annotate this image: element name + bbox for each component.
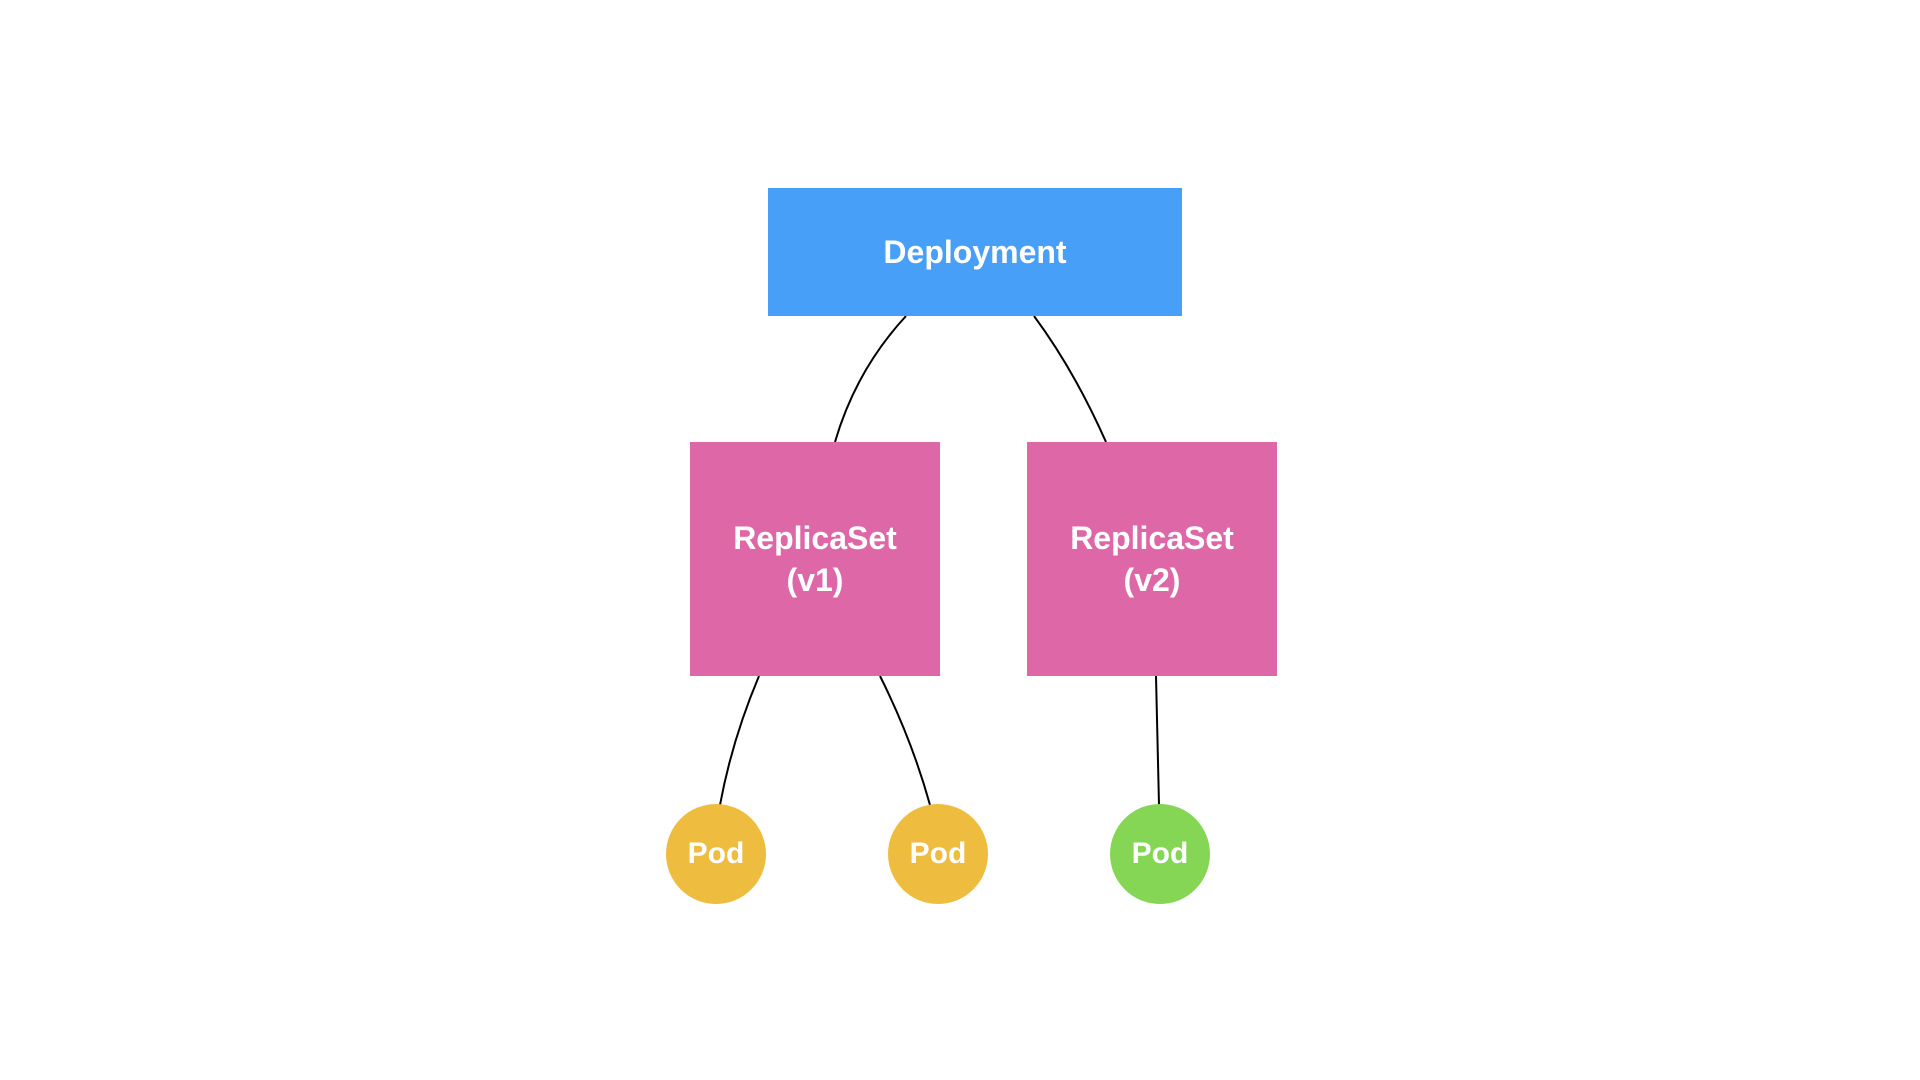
- connector-rs-v2-pod-3: [1155, 675, 1160, 806]
- replicaset-label: ReplicaSet: [1070, 520, 1234, 556]
- pod-label: Pod: [909, 837, 967, 870]
- connector-rs-v1-pod-2: [879, 675, 931, 806]
- replicaset-node-v1: ReplicaSet (v1): [690, 442, 940, 676]
- connector-deployment-rs-v2: [1033, 315, 1107, 443]
- deployment-label: Deployment: [883, 233, 1067, 270]
- pod-node-v1-a: Pod: [666, 804, 766, 904]
- replicaset-version: (v1): [786, 562, 844, 598]
- replicaset-node-v2: ReplicaSet (v2): [1027, 442, 1277, 676]
- connector-rs-v1-pod-1: [719, 675, 760, 806]
- pod-label: Pod: [1131, 837, 1189, 870]
- deployment-node: Deployment: [768, 188, 1182, 316]
- pod-label: Pod: [687, 837, 745, 870]
- connector-deployment-rs-v1: [834, 315, 907, 443]
- pod-node-v2: Pod: [1110, 804, 1210, 904]
- replicaset-version: (v2): [1123, 562, 1181, 598]
- pod-node-v1-b: Pod: [888, 804, 988, 904]
- replicaset-label: ReplicaSet: [733, 520, 897, 556]
